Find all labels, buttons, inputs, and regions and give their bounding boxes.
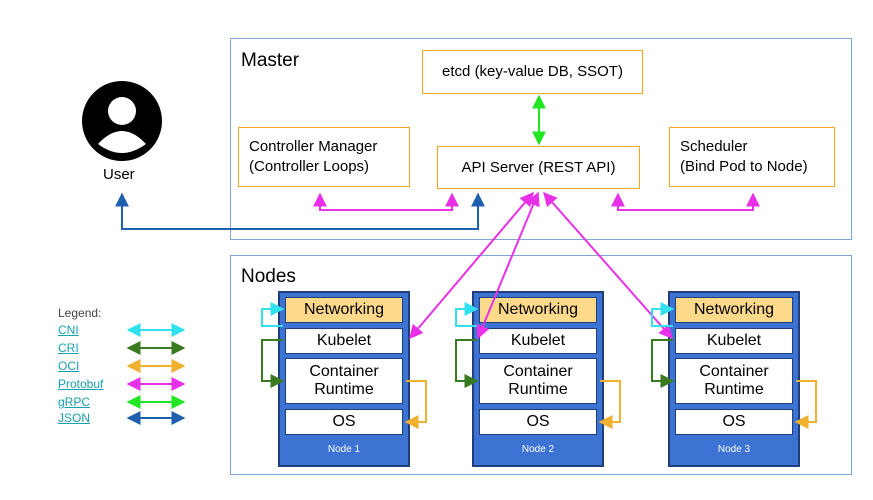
controller-manager-line1: Controller Manager xyxy=(249,138,378,155)
container-runtime-line2: Runtime xyxy=(508,381,568,398)
nodes-title: Nodes xyxy=(241,266,296,287)
legend-title: Legend: xyxy=(58,306,102,320)
oci-arrow-node2 xyxy=(598,380,621,429)
container-runtime-line1: Container xyxy=(503,363,573,380)
protobuf-arrow-api-node3 xyxy=(543,191,673,340)
nodes-region xyxy=(230,255,852,475)
protobuf-arrow-controller-api xyxy=(313,192,459,211)
node-3: Networking Kubelet Container Runtime OS … xyxy=(668,291,800,467)
container-runtime-line1: Container xyxy=(699,363,769,380)
etcd-label: etcd (key-value DB, SSOT) xyxy=(442,63,623,80)
container-runtime-line2: Runtime xyxy=(704,381,764,398)
kubelet-box: Kubelet xyxy=(675,328,793,354)
protobuf-arrow-api-node1 xyxy=(409,191,534,340)
legend-item-cri[interactable]: CRI xyxy=(58,341,79,355)
node-label: Node 2 xyxy=(521,444,555,455)
api-server-label: API Server (REST API) xyxy=(461,158,616,176)
protobuf-arrow-scheduler-api xyxy=(611,192,760,211)
node-1: Networking Kubelet Container Runtime OS … xyxy=(278,291,410,467)
legend-item-oci[interactable]: OCI xyxy=(58,359,80,373)
node-label: Node 1 xyxy=(327,444,361,455)
scheduler-box: Scheduler (Bind Pod to Node) xyxy=(669,127,835,187)
networking-box: Networking xyxy=(675,297,793,323)
os-box: OS xyxy=(479,409,597,435)
oci-arrow-node1 xyxy=(404,380,427,429)
legend-item-grpc[interactable]: gRPC xyxy=(58,395,91,409)
cni-arrow-node1 xyxy=(261,302,285,327)
node-label: Node 3 xyxy=(717,444,751,455)
container-runtime-box: Container Runtime xyxy=(479,358,597,404)
legend-item-json[interactable]: JSON xyxy=(58,411,91,425)
cni-arrow-node2 xyxy=(455,302,479,327)
controller-manager-line2: (Controller Loops) xyxy=(249,158,370,175)
cri-arrow-node3 xyxy=(651,339,675,388)
legend-item-cni[interactable]: CNI xyxy=(58,323,79,337)
cri-arrow-node2 xyxy=(455,339,479,388)
user-label: User xyxy=(103,166,135,183)
kubelet-box: Kubelet xyxy=(285,328,403,354)
scheduler-line1: Scheduler xyxy=(680,138,748,155)
api-server-box: API Server (REST API) xyxy=(437,146,640,189)
networking-box: Networking xyxy=(285,297,403,323)
cni-arrow-node3 xyxy=(651,302,675,327)
user-icon xyxy=(82,81,162,161)
protobuf-arrow-api-node2 xyxy=(476,191,540,340)
os-box: OS xyxy=(285,409,403,435)
legend-item-protobuf[interactable]: Protobuf xyxy=(58,377,104,391)
cri-arrow-node1 xyxy=(261,339,285,388)
master-title: Master xyxy=(241,50,300,71)
container-runtime-line2: Runtime xyxy=(314,381,374,398)
json-arrow-user-api xyxy=(115,192,485,230)
scheduler-line2: (Bind Pod to Node) xyxy=(680,158,808,175)
master-region xyxy=(230,38,852,240)
container-runtime-box: Container Runtime xyxy=(285,358,403,404)
container-runtime-line1: Container xyxy=(309,363,379,380)
oci-arrow-node3 xyxy=(794,380,817,429)
etcd-box: etcd (key-value DB, SSOT) xyxy=(422,50,643,94)
os-box: OS xyxy=(675,409,793,435)
container-runtime-box: Container Runtime xyxy=(675,358,793,404)
controller-manager-box: Controller Manager (Controller Loops) xyxy=(238,127,410,187)
